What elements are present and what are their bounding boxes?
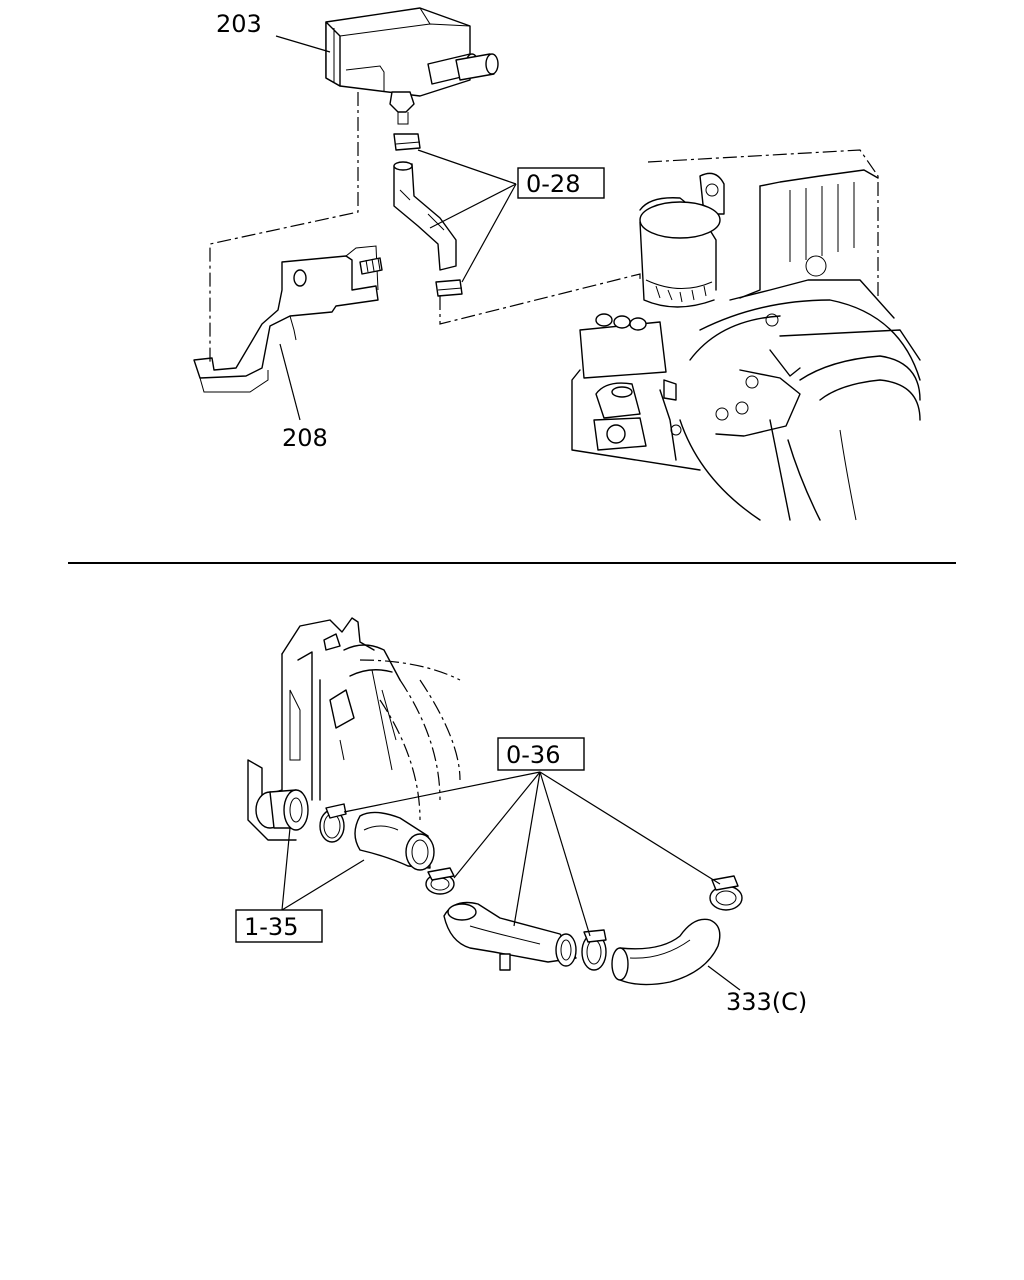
leader-0-28-b <box>429 183 517 229</box>
callout-1-35: 1-35 <box>244 913 298 941</box>
callout-box-1-35 <box>235 909 323 943</box>
callout-203: 203 <box>216 10 262 38</box>
leader-1-35-b <box>281 859 365 911</box>
part-clamp-2 <box>425 867 455 895</box>
leader-0-36-c <box>513 771 541 927</box>
leader-0-36-b <box>453 771 541 879</box>
part-hose-short <box>354 811 435 871</box>
leader-0-28-a <box>417 149 517 185</box>
callout-333c: 333(C) <box>726 988 807 1016</box>
leader-0-36-a <box>343 771 541 813</box>
part-208-bracket <box>193 245 383 393</box>
part-clamp-4 <box>709 875 743 911</box>
engine-block-illustration <box>571 149 921 521</box>
part-203-unit <box>325 7 499 125</box>
install-line-bracket <box>209 92 359 362</box>
part-333c-hose <box>611 918 721 986</box>
part-clamp-1 <box>319 803 347 843</box>
leader-0-36-d <box>539 771 591 937</box>
leader-208 <box>279 343 301 421</box>
part-clip-upper <box>393 133 421 151</box>
callout-0-36: 0-36 <box>506 741 560 769</box>
callout-box-0-36 <box>497 737 585 771</box>
install-line-hose <box>439 273 641 325</box>
callout-box-0-28 <box>517 167 605 199</box>
leader-333c <box>707 965 741 991</box>
callout-208: 208 <box>282 424 328 452</box>
leader-0-28-c <box>461 183 517 283</box>
leader-0-36-e <box>539 771 721 885</box>
part-clamp-3 <box>581 929 607 971</box>
callout-0-28: 0-28 <box>526 170 580 198</box>
radiator-housing-illustration <box>247 617 461 841</box>
part-hose-elbow <box>393 161 457 271</box>
leader-203 <box>275 35 331 53</box>
part-pipe <box>443 901 577 971</box>
part-clip-lower <box>435 279 463 297</box>
leader-1-35-a <box>281 827 291 911</box>
